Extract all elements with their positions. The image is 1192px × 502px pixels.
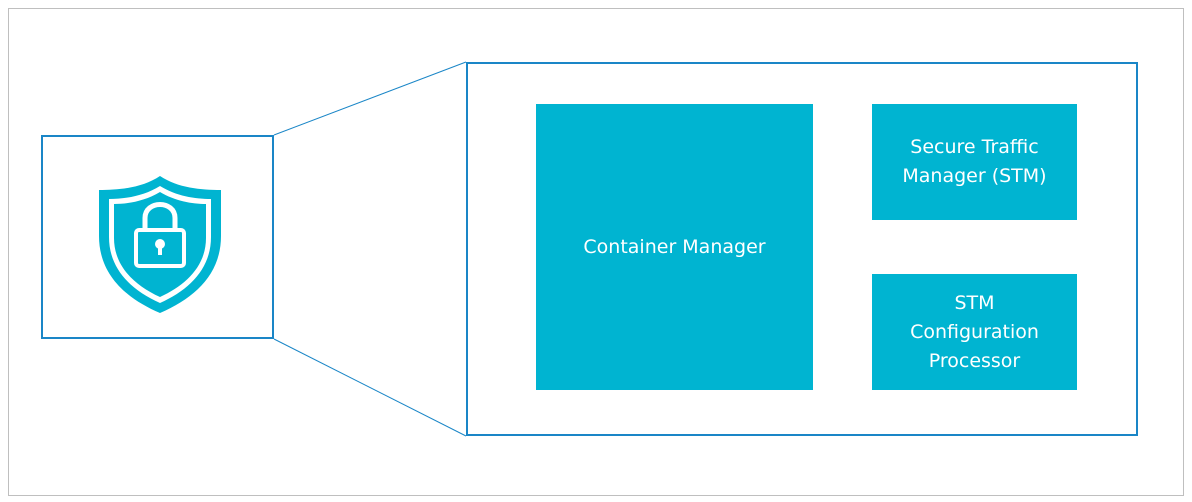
diagram-frame: [8, 8, 1184, 496]
security-icon-box: [41, 135, 274, 339]
stm-configuration-processor-block: STM Configuration Processor: [872, 274, 1077, 390]
container-manager-block: Container Manager: [536, 104, 813, 390]
connector-line-top: [273, 61, 467, 136]
secure-traffic-manager-block: Secure Traffic Manager (STM): [872, 104, 1077, 220]
connector-line-bottom: [273, 338, 467, 437]
shield-lock-icon: [99, 176, 221, 313]
